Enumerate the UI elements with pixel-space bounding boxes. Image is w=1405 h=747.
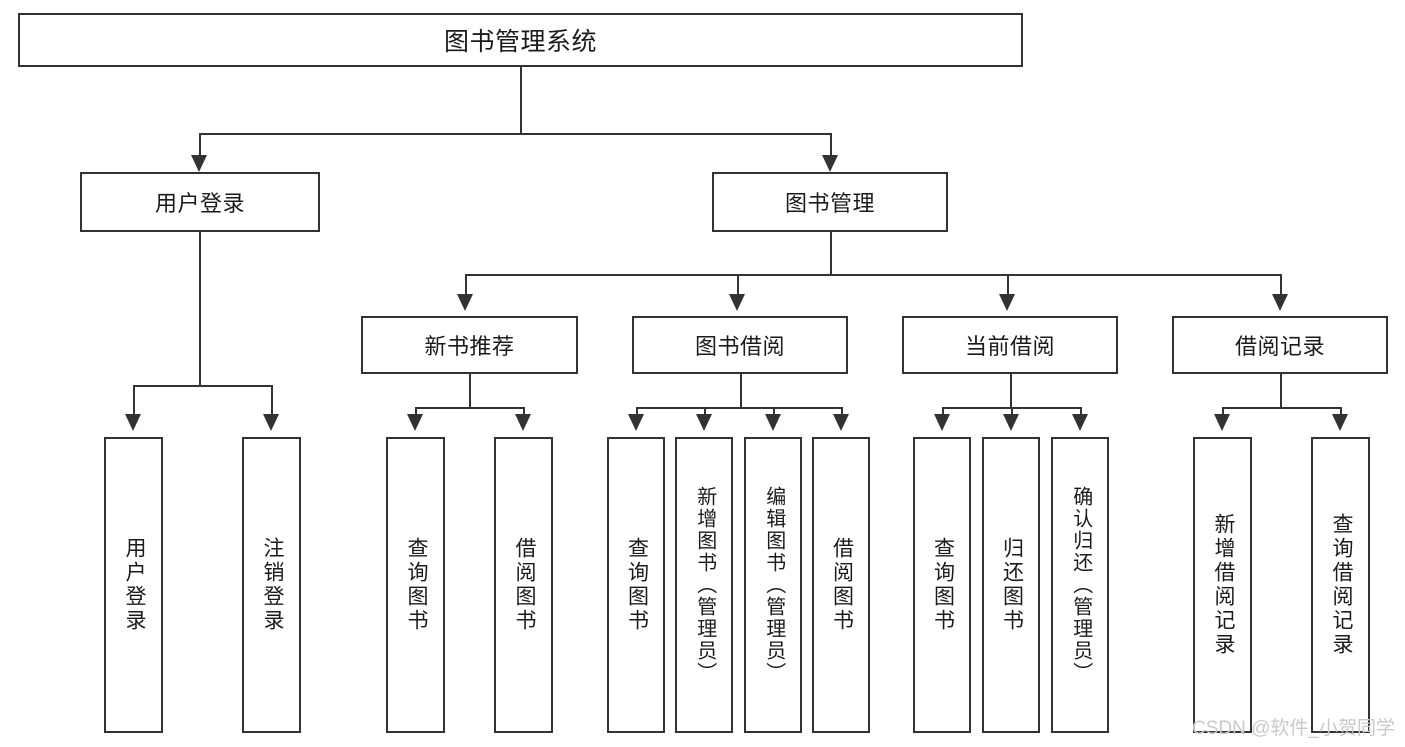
node-root-book-management-system[interactable]: 图书管理系统 [18, 13, 1023, 67]
connector-book-management-bar [465, 274, 1280, 276]
connector-br-drop-1 [1222, 407, 1224, 417]
connector-nb-drop-1 [415, 407, 417, 417]
leaf-current-borrow-confirm[interactable]: 确认归还（管理员） [1051, 437, 1109, 733]
connector-bm-drop-4 [1280, 274, 1282, 296]
connector-new-book-bar [415, 407, 523, 409]
node-user-login[interactable]: 用户登录 [80, 172, 320, 232]
node-new-book-recommend-label: 新书推荐 [424, 334, 515, 359]
node-borrow-record[interactable]: 借阅记录 [1172, 316, 1388, 374]
connector-cb-drop-1 [942, 407, 944, 417]
node-current-borrow-label: 当前借阅 [964, 334, 1055, 359]
arrow-nb-leaf-2 [515, 414, 531, 431]
connector-cb-drop-3 [1080, 407, 1082, 417]
arrow-bm-to-new-book [457, 294, 473, 311]
node-book-borrow[interactable]: 图书借阅 [632, 316, 848, 374]
leaf-book-borrow-edit[interactable]: 编辑图书（管理员） [744, 437, 802, 733]
arrow-user-login-leaf-2 [263, 414, 279, 431]
arrow-cb-leaf-2 [1003, 414, 1019, 431]
node-book-management-label: 图书管理 [784, 191, 875, 216]
csdn-watermark: CSDN @软件_小贺同学 [1192, 718, 1395, 739]
arrow-bm-to-current-borrow [999, 294, 1015, 311]
connector-cb-drop-2 [1011, 407, 1013, 417]
connector-bm-drop-3 [1007, 274, 1009, 296]
leaf-book-borrow-borrow[interactable]: 借阅图书 [812, 437, 870, 733]
connector-user-login-drop-1 [133, 385, 135, 417]
arrow-root-to-user-login [191, 155, 207, 172]
connector-user-login-bar [133, 385, 271, 387]
leaf-new-book-borrow-label: 借阅图书 [512, 537, 536, 633]
leaf-new-book-borrow[interactable]: 借阅图书 [494, 437, 553, 733]
node-borrow-record-label: 借阅记录 [1234, 334, 1325, 359]
connector-bb-drop-1 [636, 407, 638, 417]
node-user-login-label: 用户登录 [154, 191, 245, 216]
leaf-current-borrow-query-label: 查询图书 [931, 537, 955, 633]
connector-root-to-user-login [199, 133, 201, 158]
leaf-current-borrow-confirm-label: 确认归还（管理员） [1069, 486, 1092, 684]
leaf-user-login-logout-label: 注销登录 [260, 537, 284, 633]
connector-bm-drop-2 [737, 274, 739, 296]
leaf-user-login-login[interactable]: 用户登录 [104, 437, 163, 733]
connector-bb-drop-4 [841, 407, 843, 417]
arrow-bb-leaf-2 [696, 414, 712, 431]
connector-bb-drop-2 [704, 407, 706, 417]
connector-bm-drop-1 [465, 274, 467, 296]
connector-user-login-drop-2 [271, 385, 273, 417]
connector-root-stem-main [520, 67, 522, 133]
connector-bb-drop-3 [773, 407, 775, 417]
leaf-borrow-record-add[interactable]: 新增借阅记录 [1193, 437, 1252, 733]
connector-borrow-record-stem [1280, 374, 1282, 407]
arrow-user-login-leaf-1 [125, 414, 141, 431]
leaf-current-borrow-return-label: 归还图书 [1000, 537, 1024, 633]
leaf-book-borrow-query-label: 查询图书 [625, 537, 649, 633]
arrow-bb-leaf-3 [765, 414, 781, 431]
node-root-label: 图书管理系统 [443, 28, 597, 56]
leaf-current-borrow-query[interactable]: 查询图书 [913, 437, 971, 733]
arrow-nb-leaf-1 [407, 414, 423, 431]
connector-book-management-stem [830, 232, 832, 274]
leaf-book-borrow-borrow-label: 借阅图书 [830, 537, 854, 633]
node-new-book-recommend[interactable]: 新书推荐 [361, 316, 578, 374]
leaf-borrow-record-add-label: 新增借阅记录 [1211, 513, 1235, 657]
arrow-cb-leaf-1 [934, 414, 950, 431]
leaf-current-borrow-return[interactable]: 归还图书 [982, 437, 1040, 733]
leaf-borrow-record-query[interactable]: 查询借阅记录 [1311, 437, 1370, 733]
leaf-book-borrow-query[interactable]: 查询图书 [607, 437, 665, 733]
arrow-bb-leaf-4 [833, 414, 849, 431]
node-book-borrow-label: 图书借阅 [694, 334, 785, 359]
connector-borrow-record-bar [1222, 407, 1340, 409]
arrow-bm-to-book-borrow [729, 294, 745, 311]
leaf-new-book-query[interactable]: 查询图书 [386, 437, 445, 733]
connector-current-borrow-stem [1010, 374, 1012, 407]
leaf-user-login-login-label: 用户登录 [122, 537, 146, 633]
leaf-user-login-logout[interactable]: 注销登录 [242, 437, 301, 733]
arrow-bb-leaf-1 [628, 414, 644, 431]
node-book-management[interactable]: 图书管理 [712, 172, 948, 232]
leaf-book-borrow-add-label: 新增图书（管理员） [693, 486, 716, 684]
connector-new-book-stem [469, 374, 471, 407]
connector-user-login-stem [199, 232, 201, 385]
connector-book-borrow-bar [636, 407, 841, 409]
node-current-borrow[interactable]: 当前借阅 [902, 316, 1118, 374]
connector-br-drop-2 [1340, 407, 1342, 417]
connector-root-to-book-management [830, 133, 832, 158]
arrow-cb-leaf-3 [1072, 414, 1088, 431]
arrow-br-leaf-2 [1332, 414, 1348, 431]
arrow-root-to-book-management [822, 155, 838, 172]
connector-root-bar [199, 133, 831, 135]
leaf-borrow-record-query-label: 查询借阅记录 [1329, 513, 1353, 657]
connector-nb-drop-2 [523, 407, 525, 417]
leaf-book-borrow-add[interactable]: 新增图书（管理员） [675, 437, 733, 733]
arrow-bm-to-borrow-record [1272, 294, 1288, 311]
leaf-book-borrow-edit-label: 编辑图书（管理员） [762, 486, 785, 684]
connector-book-borrow-stem [740, 374, 742, 407]
leaf-new-book-query-label: 查询图书 [404, 537, 428, 633]
arrow-br-leaf-1 [1214, 414, 1230, 431]
